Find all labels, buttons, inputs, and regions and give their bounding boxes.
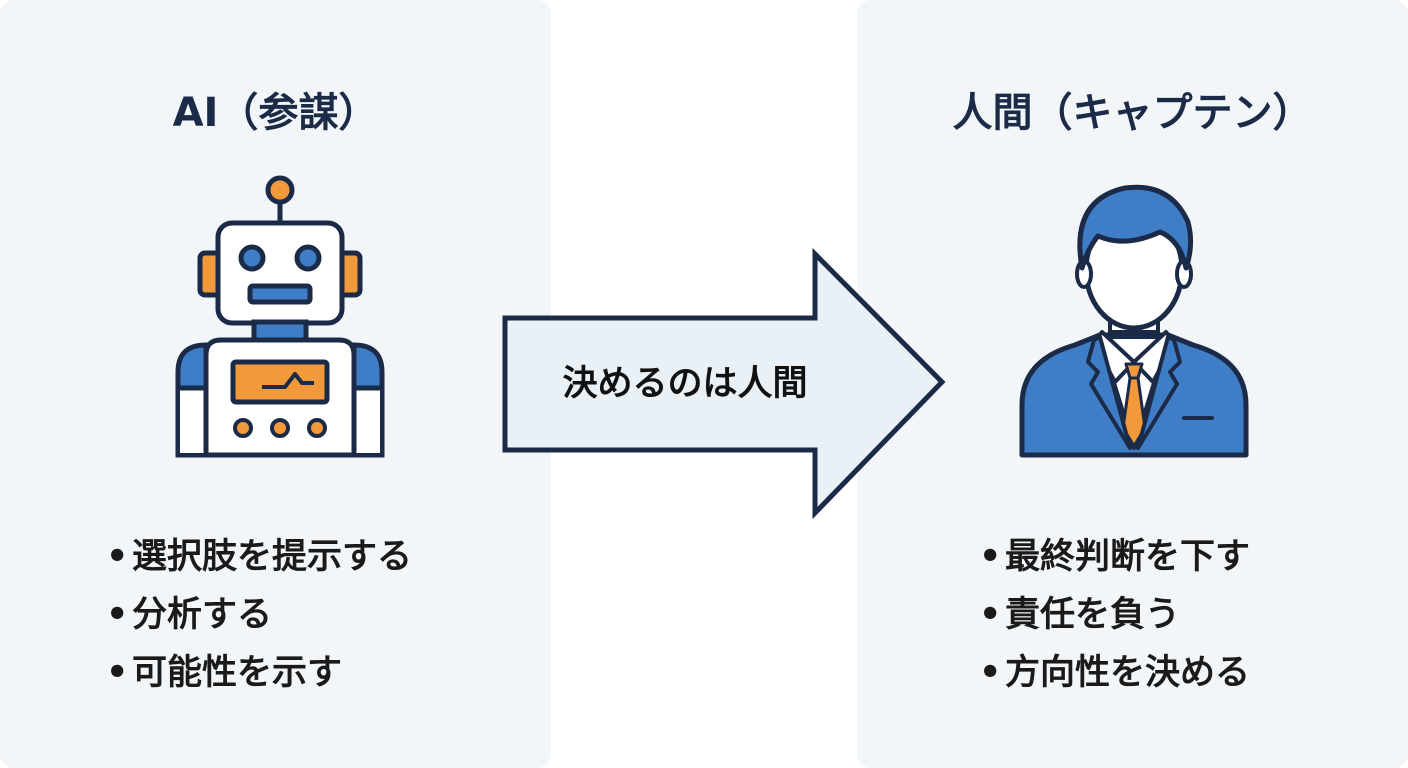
robot-icon: [175, 175, 385, 458]
list-item: •分析する: [106, 586, 412, 644]
list-item-label: 可能性を示す: [132, 653, 343, 693]
list-item-label: 最終判断を下す: [1005, 537, 1251, 577]
bullet-icon: •: [106, 653, 129, 693]
bullet-icon: •: [979, 537, 1002, 577]
list-item: •選択肢を提示する: [106, 528, 412, 586]
list-item: •責任を負う: [979, 586, 1250, 644]
list-item-label: 方向性を決める: [1005, 653, 1251, 693]
list-item: •可能性を示す: [106, 644, 412, 702]
decision-arrow: [502, 248, 946, 520]
ai-role-list: •選択肢を提示する •分析する •可能性を示す: [106, 528, 412, 702]
human-panel: 人間（キャプテン） •最終判断を下す •責任を負う •方向性を決める: [857, 0, 1408, 768]
bullet-icon: •: [979, 653, 1002, 693]
list-item-label: 選択肢を提示する: [132, 537, 413, 577]
list-item: •方向性を決める: [979, 644, 1250, 702]
human-role-list: •最終判断を下す •責任を負う •方向性を決める: [979, 528, 1250, 702]
list-item-label: 責任を負う: [1005, 595, 1181, 635]
bullet-icon: •: [979, 595, 1002, 635]
businessman-icon: [1019, 184, 1249, 458]
arrow-label: 決めるのは人間: [562, 364, 808, 404]
ai-panel-title: AI（参謀）: [172, 90, 379, 136]
list-item: •最終判断を下す: [979, 528, 1250, 586]
ai-panel: AI（参謀） •選択肢を提示する •分析する •可能性を示す: [0, 0, 551, 768]
bullet-icon: •: [106, 595, 129, 635]
arrow-shape: [502, 248, 946, 520]
list-item-label: 分析する: [132, 595, 273, 635]
human-panel-title: 人間（キャプテン）: [952, 90, 1313, 136]
bullet-icon: •: [106, 537, 129, 577]
